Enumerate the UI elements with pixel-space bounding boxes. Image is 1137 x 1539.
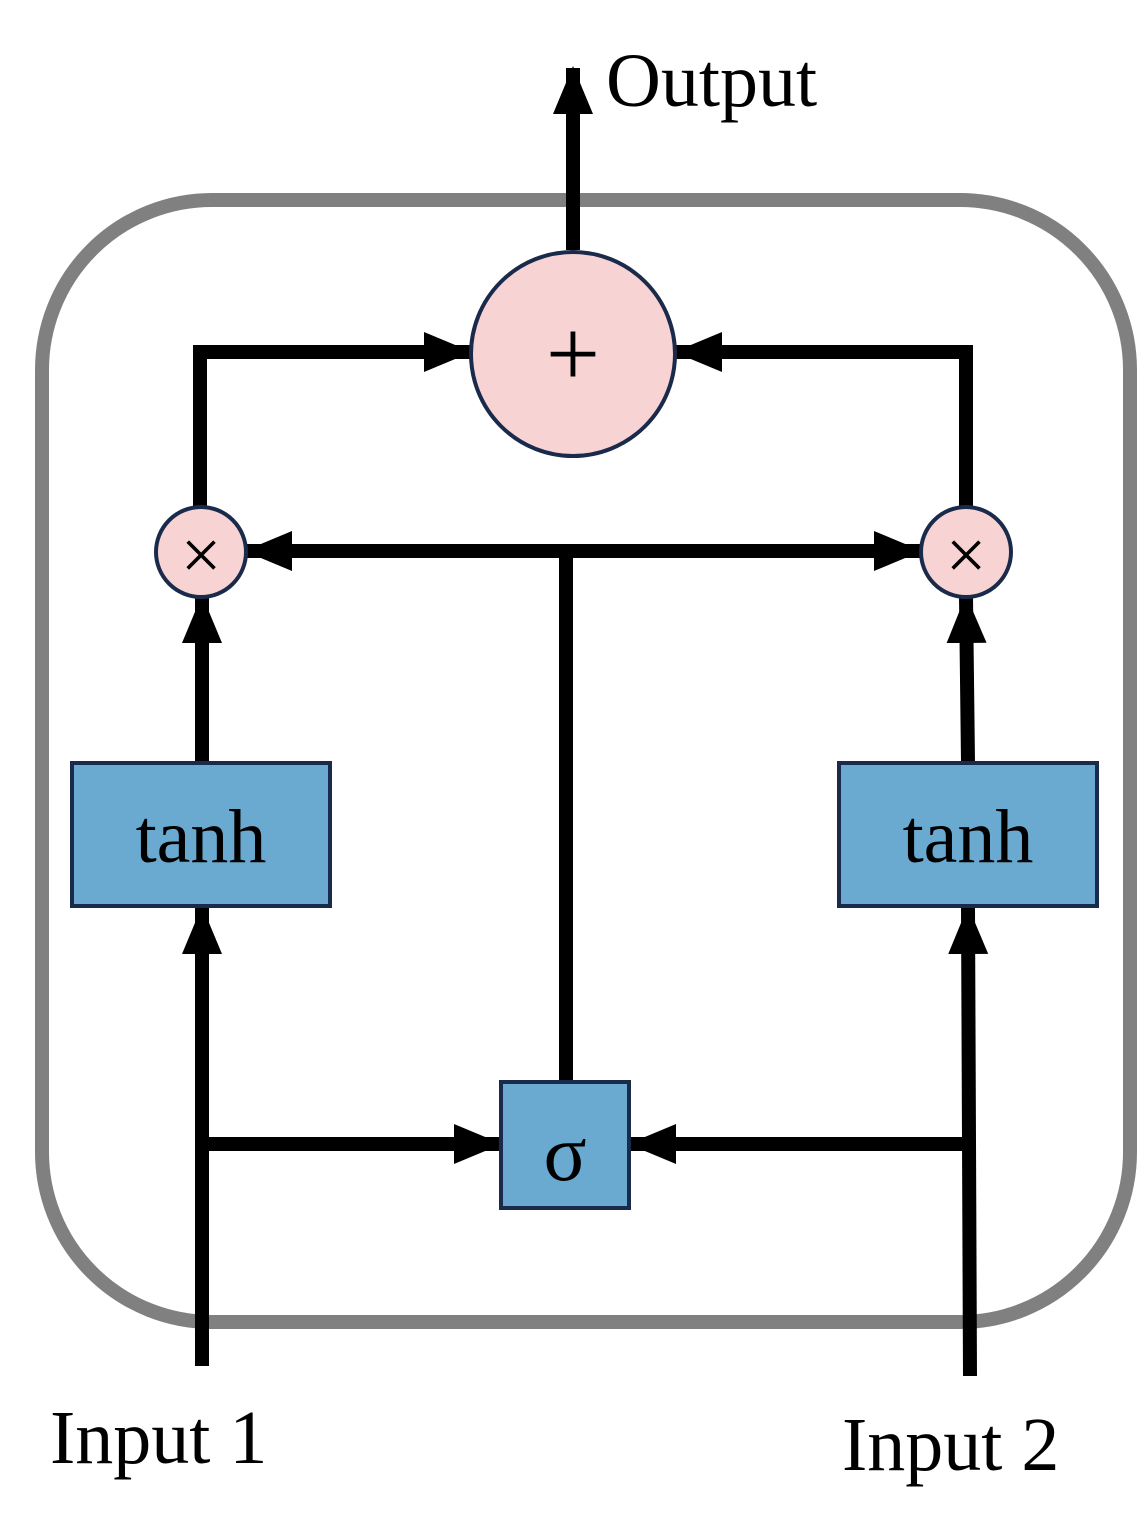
tanh-right-to-multiply-arrow <box>946 595 987 763</box>
times-right-symbol: × <box>946 515 987 595</box>
right-multiply-to-plus-arrow <box>674 332 973 506</box>
tanh-right-label: tanh <box>903 795 1034 879</box>
times-left-symbol: × <box>181 515 222 595</box>
input2-label: Input 2 <box>842 1403 1059 1487</box>
tanh-right-block: tanh <box>837 761 1099 908</box>
plus-symbol: + <box>546 300 600 407</box>
module-container <box>35 193 1137 1329</box>
left-multiply-to-plus-arrow <box>193 332 472 506</box>
input1-label: Input 1 <box>50 1396 267 1480</box>
tanh-left-label: tanh <box>136 795 267 879</box>
left-multiply-node: × <box>154 505 248 599</box>
output-label: Output <box>606 39 817 123</box>
right-multiply-node: × <box>919 505 1013 599</box>
sigma-block: σ <box>499 1080 631 1210</box>
tanh-left-block: tanh <box>70 761 332 908</box>
addition-node: + <box>469 250 677 458</box>
sigma-label: σ <box>543 1110 586 1198</box>
